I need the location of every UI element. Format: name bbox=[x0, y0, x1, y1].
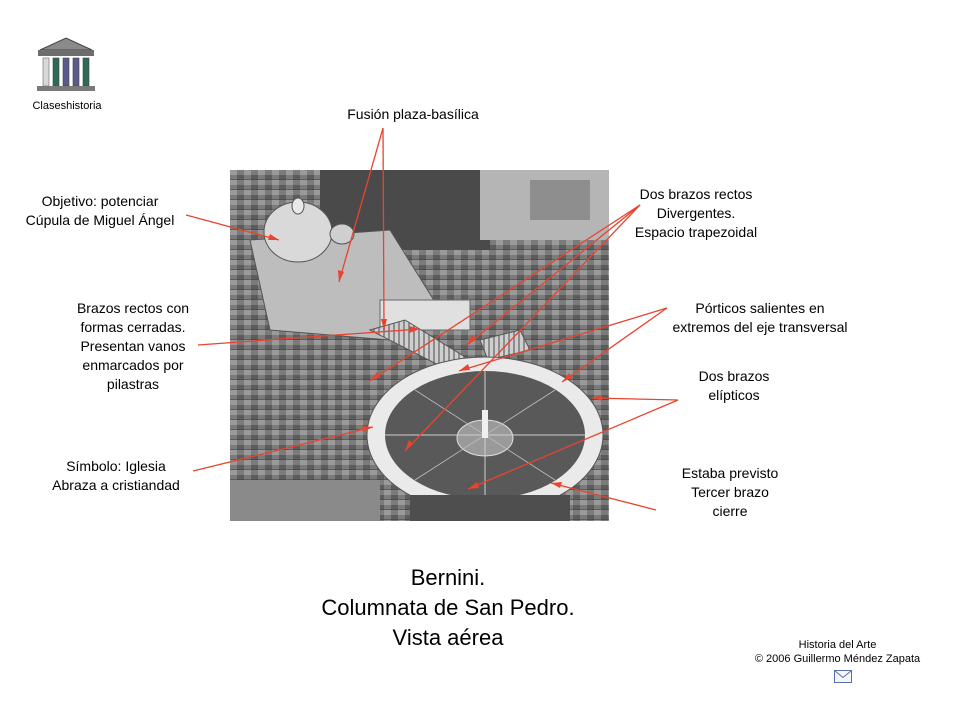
label-line: elípticos bbox=[708, 387, 760, 403]
label-line: formas cerradas. bbox=[80, 319, 186, 335]
label-fusion: Fusión plaza-basílica bbox=[318, 105, 508, 124]
logo-text: Claseshistoria bbox=[32, 100, 102, 112]
label-porticos: Pórticos salientes en extremos del eje t… bbox=[640, 299, 880, 337]
label-line: Objetivo: potenciar bbox=[41, 193, 159, 209]
label-line: Brazos rectos con bbox=[76, 300, 190, 316]
credits-line: © 2006 Guillermo Méndez Zapata bbox=[754, 653, 921, 665]
label-objetivo: Objetivo: potenciar Cúpula de Miguel Áng… bbox=[2, 192, 198, 230]
slide-title: Bernini. Columnata de San Pedro. Vista a… bbox=[248, 563, 648, 653]
label-elipticos: Dos brazos elípticos bbox=[664, 367, 804, 405]
label-line: extremos del eje transversal bbox=[672, 319, 848, 335]
label-line: Divergentes. bbox=[656, 205, 736, 221]
title-line: Bernini. bbox=[410, 565, 486, 590]
credits: Historia del Arte © 2006 Guillermo Ménde… bbox=[730, 638, 945, 666]
label-brazos-rectos: Brazos rectos con formas cerradas. Prese… bbox=[50, 299, 216, 394]
label-line: Espacio trapezoidal bbox=[634, 224, 758, 240]
label-line: enmarcados por bbox=[82, 357, 184, 373]
label-line: Símbolo: Iglesia bbox=[66, 458, 166, 474]
mail-icon[interactable] bbox=[834, 670, 852, 683]
label-line: Estaba previsto bbox=[681, 465, 779, 481]
label-simbolo: Símbolo: Iglesia Abraza a cristiandad bbox=[26, 457, 206, 495]
label-line: Dos brazos bbox=[698, 368, 770, 384]
credits-line: Historia del Arte bbox=[798, 639, 877, 651]
label-line: Dos brazos rectos bbox=[639, 186, 753, 202]
title-line: Columnata de San Pedro. bbox=[321, 595, 575, 620]
label-line: Cúpula de Miguel Ángel bbox=[25, 212, 175, 228]
label-line: pilastras bbox=[106, 376, 160, 392]
label-divergentes: Dos brazos rectos Divergentes. Espacio t… bbox=[606, 185, 786, 242]
greek-temple-icon[interactable] bbox=[34, 36, 98, 94]
aerial-photo bbox=[230, 170, 609, 521]
label-previsto: Estaba previsto Tercer brazo cierre bbox=[650, 464, 810, 521]
label-fusion-text: Fusión plaza-basílica bbox=[347, 106, 479, 122]
label-line: Tercer brazo bbox=[691, 484, 769, 500]
label-line: Presentan vanos bbox=[80, 338, 186, 354]
title-line: Vista aérea bbox=[392, 625, 504, 650]
label-line: Abraza a cristiandad bbox=[52, 477, 180, 493]
label-line: cierre bbox=[712, 503, 748, 519]
label-line: Pórticos salientes en bbox=[695, 300, 825, 316]
